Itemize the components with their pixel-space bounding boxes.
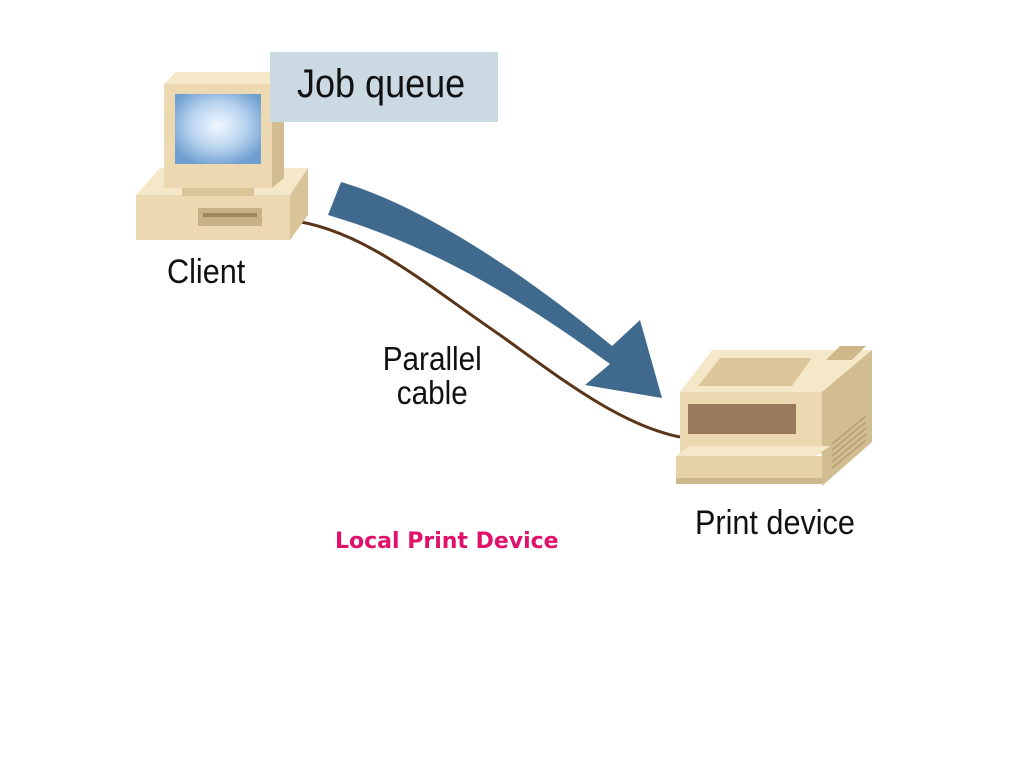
parallel-cable-line [287,218,681,439]
print-device-label: Print device [695,504,855,542]
job-queue-label: Job queue [297,62,466,106]
data-flow-arrow [328,182,662,398]
printer-icon [676,346,872,486]
diagram-caption: Local Print Device [335,529,559,554]
parallel-cable-label: Parallel cable [382,340,482,411]
client-label: Client [167,253,246,291]
job-queue-box [270,52,498,122]
